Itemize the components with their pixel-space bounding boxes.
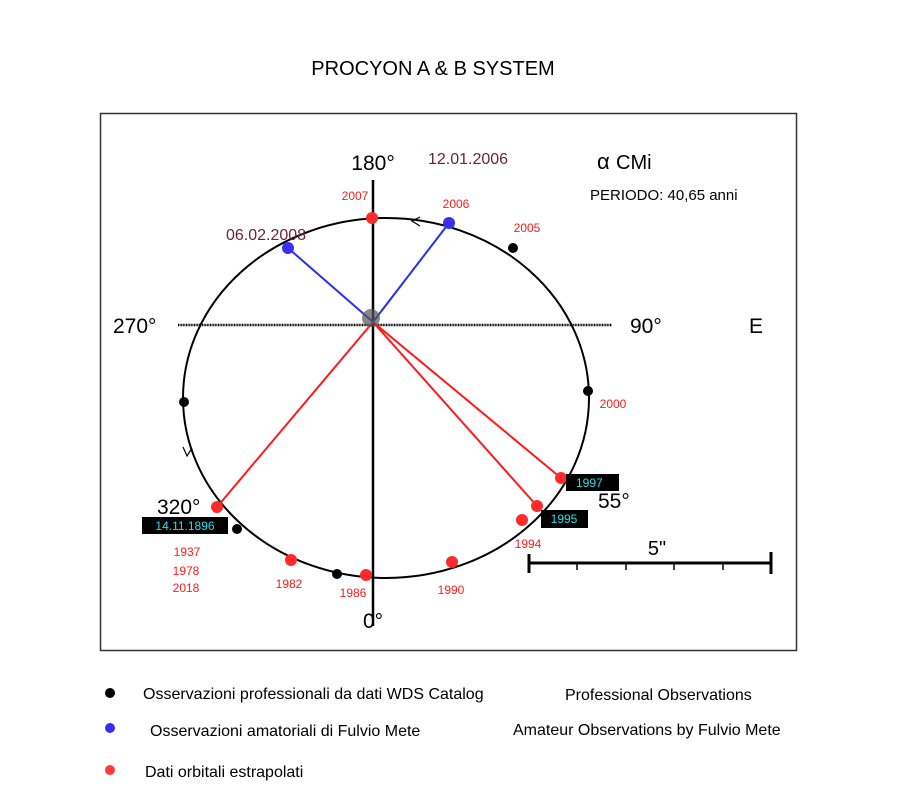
year-1997: 1997 (576, 476, 603, 490)
period-label: PERIODO: 40,65 anni (590, 187, 738, 204)
legend-dot-extrapolated (105, 765, 115, 775)
year-2007: 2007 (342, 189, 369, 203)
orbit-points (179, 212, 593, 581)
angle-55: 55° (598, 490, 630, 513)
date-2006: 12.01.2006 (428, 151, 508, 168)
direction-arrow-icon (410, 216, 421, 227)
year-1982: 1982 (276, 577, 303, 591)
point-professional (179, 397, 189, 407)
point-professional (332, 569, 342, 579)
legend-amateur-en: Amateur Observations by Fulvio Mete (513, 722, 781, 739)
year-1990: 1990 (438, 583, 465, 597)
year-1986: 1986 (340, 586, 367, 600)
axis-label-90: 90° (630, 315, 662, 338)
point-2007 (366, 212, 378, 224)
procyon-a-star (362, 309, 380, 327)
angle-320: 320° (157, 496, 200, 519)
east-label: E (749, 315, 763, 338)
point-2006 (443, 217, 455, 229)
point-1986 (360, 569, 372, 581)
point-1990 (446, 556, 458, 568)
point-professional (232, 524, 242, 534)
point-2008 (282, 242, 294, 254)
year-1995: 1995 (551, 512, 578, 526)
star-name: CMi (616, 152, 652, 174)
point-1995 (531, 500, 543, 512)
year-1978: 1978 (173, 564, 200, 578)
year-2000: 2000 (600, 397, 627, 411)
legend-amateur-it: Osservazioni amatoriali di Fulvio Mete (150, 723, 420, 740)
direction-arrow-icon (182, 446, 193, 458)
legend-dot-professional (105, 688, 115, 698)
legend-professional-en: Professional Observations (565, 687, 752, 704)
scale-label: 5" (648, 538, 666, 560)
year-1937: 1937 (174, 545, 201, 559)
axis-label-0: 0° (363, 610, 383, 633)
year-2018: 2018 (173, 581, 200, 595)
point-1997 (555, 472, 567, 484)
orbit-ellipse (182, 217, 590, 579)
diagram-frame (99, 112, 798, 652)
legend-extrapolated-it: Dati orbitali estrapolati (145, 764, 303, 781)
axis-label-180: 180° (351, 152, 394, 175)
point-1994 (516, 514, 528, 526)
year-1995-box (541, 510, 588, 528)
year-1997-box (566, 474, 619, 491)
date-1896: 14.11.1896 (155, 519, 214, 533)
legend-dot-amateur (105, 723, 115, 733)
year-2006: 2006 (443, 197, 470, 211)
radius-lines (216, 222, 562, 508)
point-1896 (211, 501, 223, 513)
year-1994: 1994 (515, 537, 542, 551)
star-symbol: α (597, 149, 610, 174)
scale-bar (527, 552, 773, 574)
legend: Osservazioni professionali da dati WDS C… (105, 686, 781, 781)
point-2000 (583, 386, 593, 396)
date-2008: 06.02.2008 (226, 227, 306, 244)
point-2005 (508, 243, 518, 253)
legend-professional-it: Osservazioni professionali da dati WDS C… (143, 686, 484, 703)
axis-label-270: 270° (113, 315, 156, 338)
point-1982 (285, 554, 297, 566)
diagram-title: PROCYON A & B SYSTEM (311, 58, 554, 80)
year-2005: 2005 (514, 221, 541, 235)
date-1896-box (142, 517, 228, 534)
